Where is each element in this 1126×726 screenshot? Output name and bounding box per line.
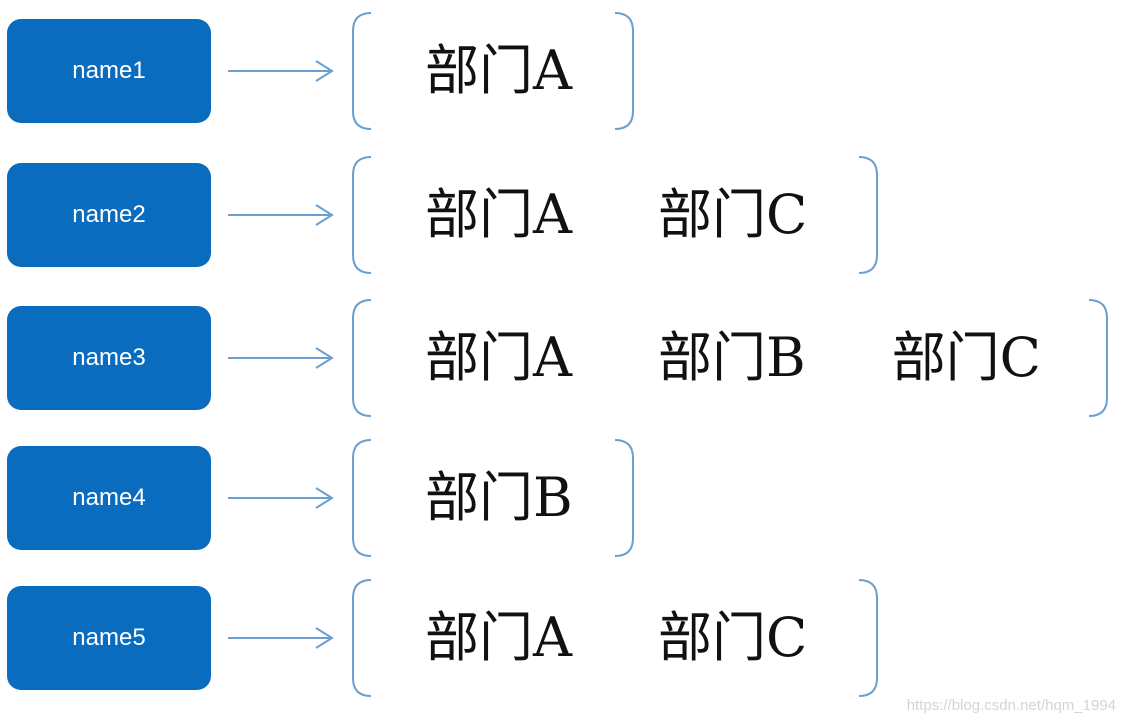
department-label: 部门C [891, 326, 1042, 389]
name-box: name5 [7, 586, 211, 690]
left-brace [352, 579, 372, 697]
department-list: 部门A 部门B 部门C [425, 299, 1126, 417]
arrow-icon [228, 627, 334, 649]
department-label: 部门A [425, 183, 572, 246]
mapping-row: name2 部门A 部门C [0, 156, 1126, 276]
watermark-text: https://blog.csdn.net/hqm_1994 [906, 697, 1116, 714]
department-label: 部门B [658, 326, 806, 389]
name-box: name2 [7, 163, 211, 267]
left-brace [352, 12, 372, 130]
left-brace [352, 439, 372, 557]
left-brace [352, 156, 372, 274]
department-label: 部门C [658, 606, 808, 669]
department-list: 部门A 部门C [425, 579, 893, 697]
department-label: 部门C [658, 183, 808, 246]
department-list: 部门A 部门C [425, 156, 893, 274]
department-label: 部门B [425, 466, 573, 529]
department-label: 部门A [425, 326, 572, 389]
right-brace [1088, 299, 1108, 417]
department-list: 部门A [425, 12, 658, 130]
right-brace [614, 12, 634, 130]
name-box: name1 [7, 19, 211, 123]
arrow-icon [228, 204, 334, 226]
name-box: name4 [7, 446, 211, 550]
department-list: 部门B [425, 439, 659, 557]
arrow-icon [228, 347, 334, 369]
left-brace [352, 299, 372, 417]
right-brace [858, 156, 878, 274]
right-brace [858, 579, 878, 697]
mapping-row: name1 部门A [0, 12, 1126, 132]
department-label: 部门A [425, 606, 572, 669]
name-box: name3 [7, 306, 211, 410]
arrow-icon [228, 487, 334, 509]
mapping-row: name3 部门A 部门B 部门C [0, 299, 1126, 419]
mapping-row: name5 部门A 部门C [0, 579, 1126, 699]
department-label: 部门A [425, 39, 572, 102]
right-brace [614, 439, 634, 557]
arrow-icon [228, 60, 334, 82]
mapping-row: name4 部门B [0, 439, 1126, 559]
